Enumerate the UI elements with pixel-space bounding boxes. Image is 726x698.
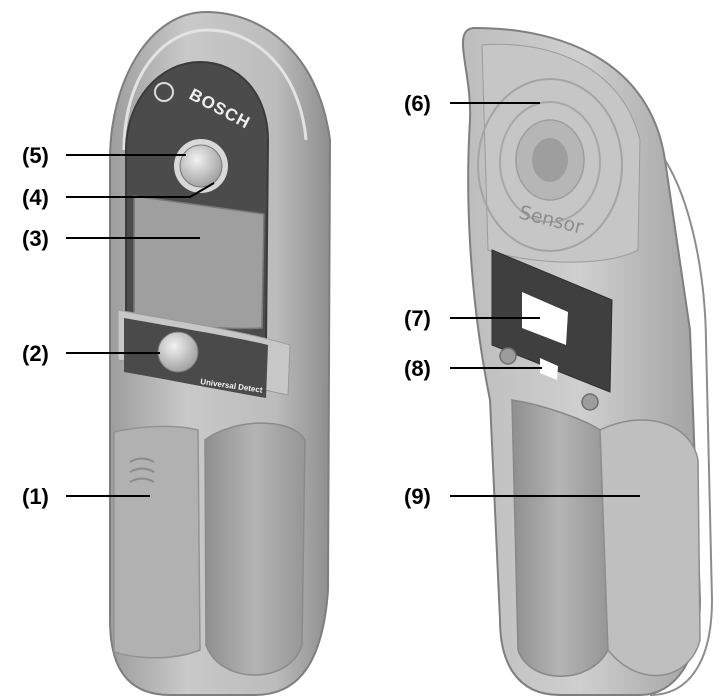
measure-button[interactable] [157,331,199,373]
callout-4: (4) [22,185,49,210]
callout-7: (7) [404,306,431,331]
front-view: BOSCH Universal Detect [109,10,332,696]
callout-2: (2) [22,341,49,366]
grip-area [599,419,701,677]
callout-9: (9) [404,484,431,509]
callout-leaders [66,102,640,497]
front-rim-highlight [122,28,308,151]
label-window-large [522,292,568,345]
callout-1: (1) [22,484,49,509]
back-side-edge [649,159,714,696]
back-groove [511,399,609,677]
sensor-ring-outer [477,78,623,252]
callout-8: (8) [404,356,431,381]
callout-5: (5) [22,143,49,168]
screw-right-icon [581,393,599,411]
leader-4 [66,182,215,198]
battery-cover [113,425,201,659]
back-view: Sensor [462,26,714,696]
front-groove [204,422,306,676]
display-screen [133,195,265,330]
bosch-armature-icon [154,82,174,102]
callout-3: (3) [22,226,49,251]
sensor-center [532,138,568,182]
callout-labels: (1) (2) (3) (4) (5) (6) (7) (8) (9) [22,91,431,509]
sensor-ring-middle [499,101,601,223]
battery-cover-grip-icon [129,457,155,483]
status-led [179,144,223,188]
screw-left-icon [499,347,517,365]
callout-6: (6) [404,91,431,116]
label-window-small [540,358,558,380]
